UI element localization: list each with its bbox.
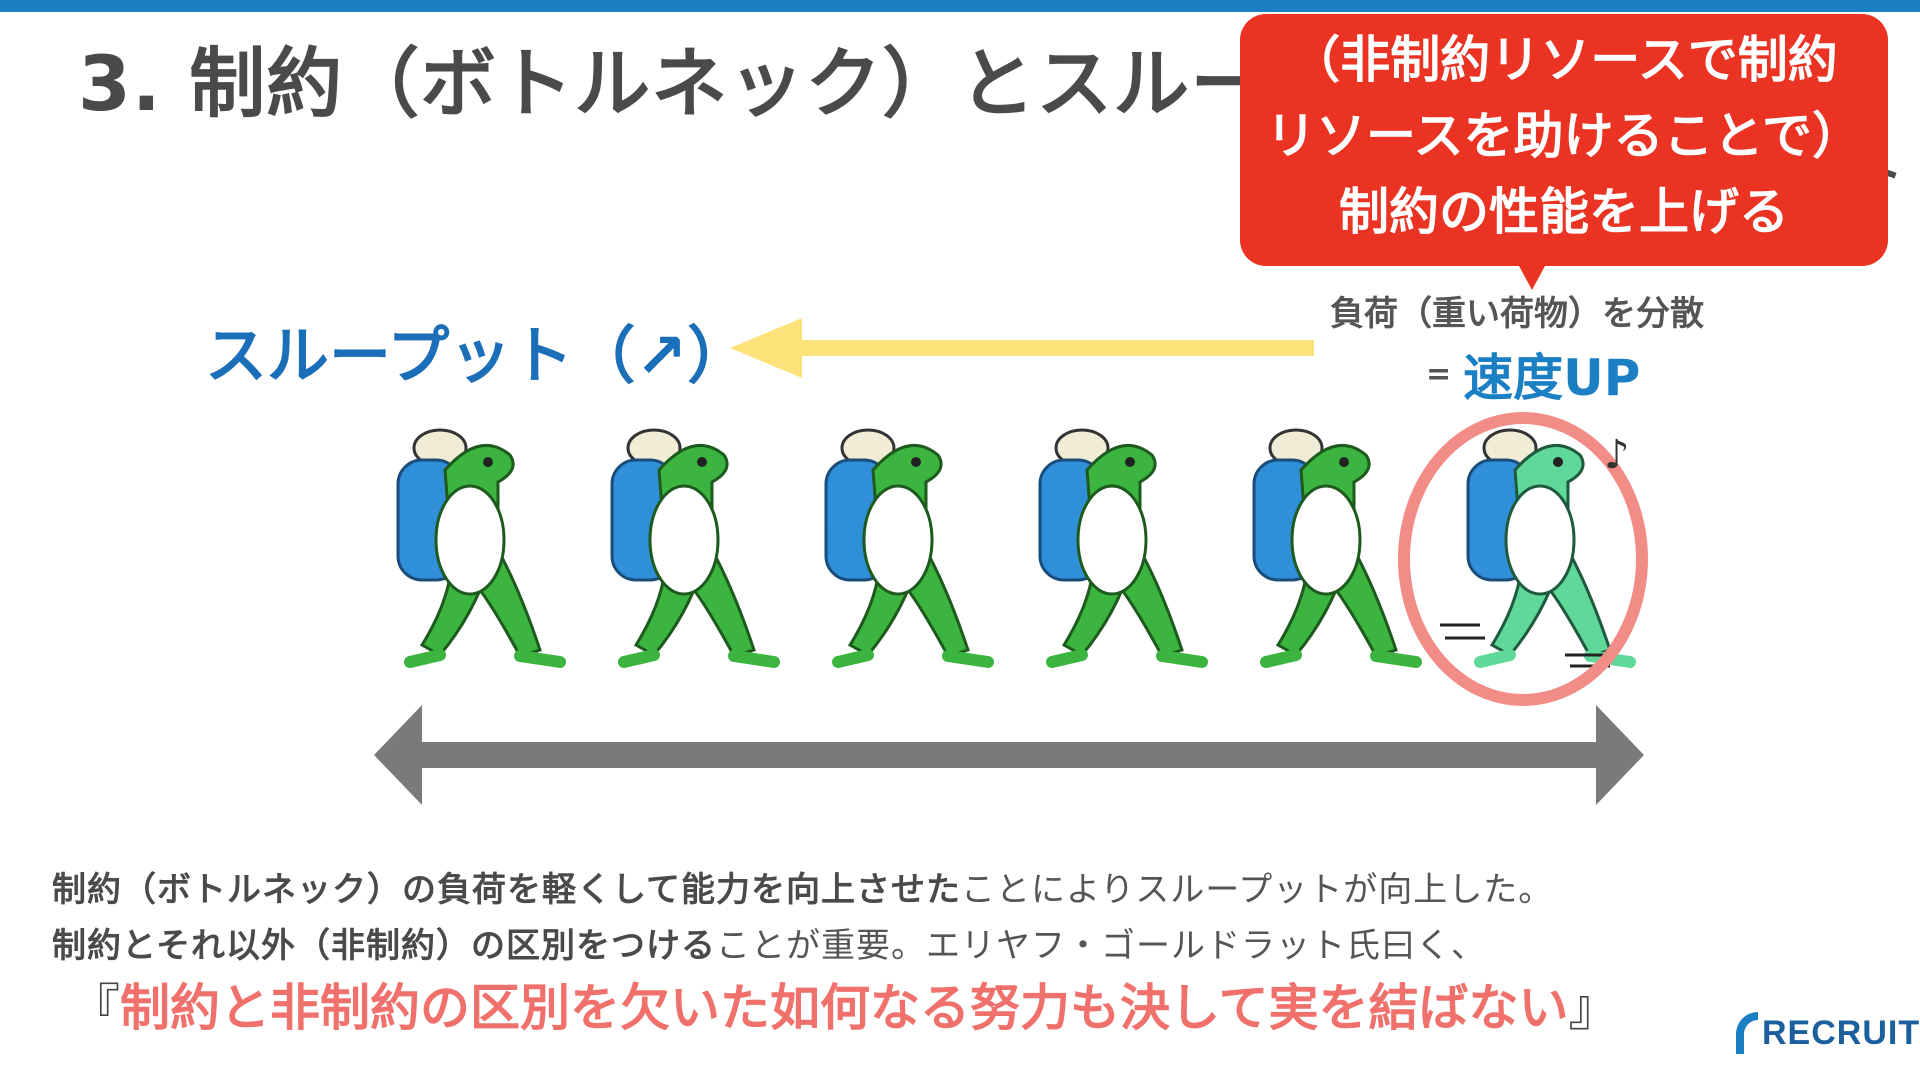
frog-hiker-icon [370, 400, 580, 700]
music-note-icon: ♪ [1604, 432, 1630, 478]
speed-up-label: = 速度UP [1426, 338, 1640, 410]
explanation-line-2-rest: ことが重要。エリヤフ・ゴールドラット氏曰く、 [715, 926, 1486, 966]
load-distribution-label: 負荷（重い荷物）を分散 [1330, 294, 1704, 334]
goldratt-quote: 『制約と非制約の区別を欠いた如何なる努力も決して実を結ばない』 [70, 968, 1619, 1040]
explanation-line-1: 制約（ボトルネック）の負荷を軽くして能力を向上させたことによりスループットが向上… [52, 862, 1553, 911]
double-headed-arrow-icon [374, 705, 1644, 805]
quote-text: 制約と非制約の区別を欠いた如何なる努力も決して実を結ばない [120, 979, 1569, 1037]
explanation-line-1-emphasis: 制約（ボトルネック）の負荷を軽くして能力を向上させた [52, 870, 961, 910]
recruit-logo-mark-icon [1736, 1012, 1758, 1054]
recruit-logo-text: RECRUIT [1762, 1013, 1920, 1052]
slide-title: 3. 制約（ボトルネック）とスループ [78, 39, 1340, 128]
frog-hiker-icon [1012, 400, 1222, 700]
callout-line-3: 制約の性能を上げる [1339, 183, 1789, 241]
equals-sign: = [1426, 356, 1452, 392]
callout-line-2: リソースを助けることで） [1266, 107, 1862, 165]
frog-hiker-icon [584, 400, 794, 700]
callout-bubble: （非制約リソースで制約 リソースを助けることで） 制約の性能を上げる [1240, 14, 1888, 266]
callout-pointer [1518, 264, 1546, 290]
quote-close-bracket: 』 [1568, 979, 1619, 1037]
explanation-line-1-rest: ことによりスループットが向上した。 [960, 870, 1554, 910]
flow-direction-arrow-icon [730, 318, 1314, 378]
explanation-line-2: 制約とそれ以外（非制約）の区別をつけることが重要。エリヤフ・ゴールドラット氏曰く… [52, 918, 1486, 967]
frog-hiker-icon [798, 400, 1008, 700]
top-accent-bar [0, 0, 1920, 12]
quote-open-bracket: 『 [70, 979, 120, 1037]
callout-line-1: （非制約リソースで制約 [1290, 31, 1838, 89]
throughput-label: スループット（↗） [205, 319, 750, 392]
speed-up-value: 速度UP [1463, 349, 1641, 407]
frog-hiker-icon [1226, 400, 1436, 700]
explanation-line-2-emphasis: 制約とそれ以外（非制約）の区別をつける [52, 926, 716, 966]
recruit-logo: RECRUIT [1736, 1012, 1920, 1054]
